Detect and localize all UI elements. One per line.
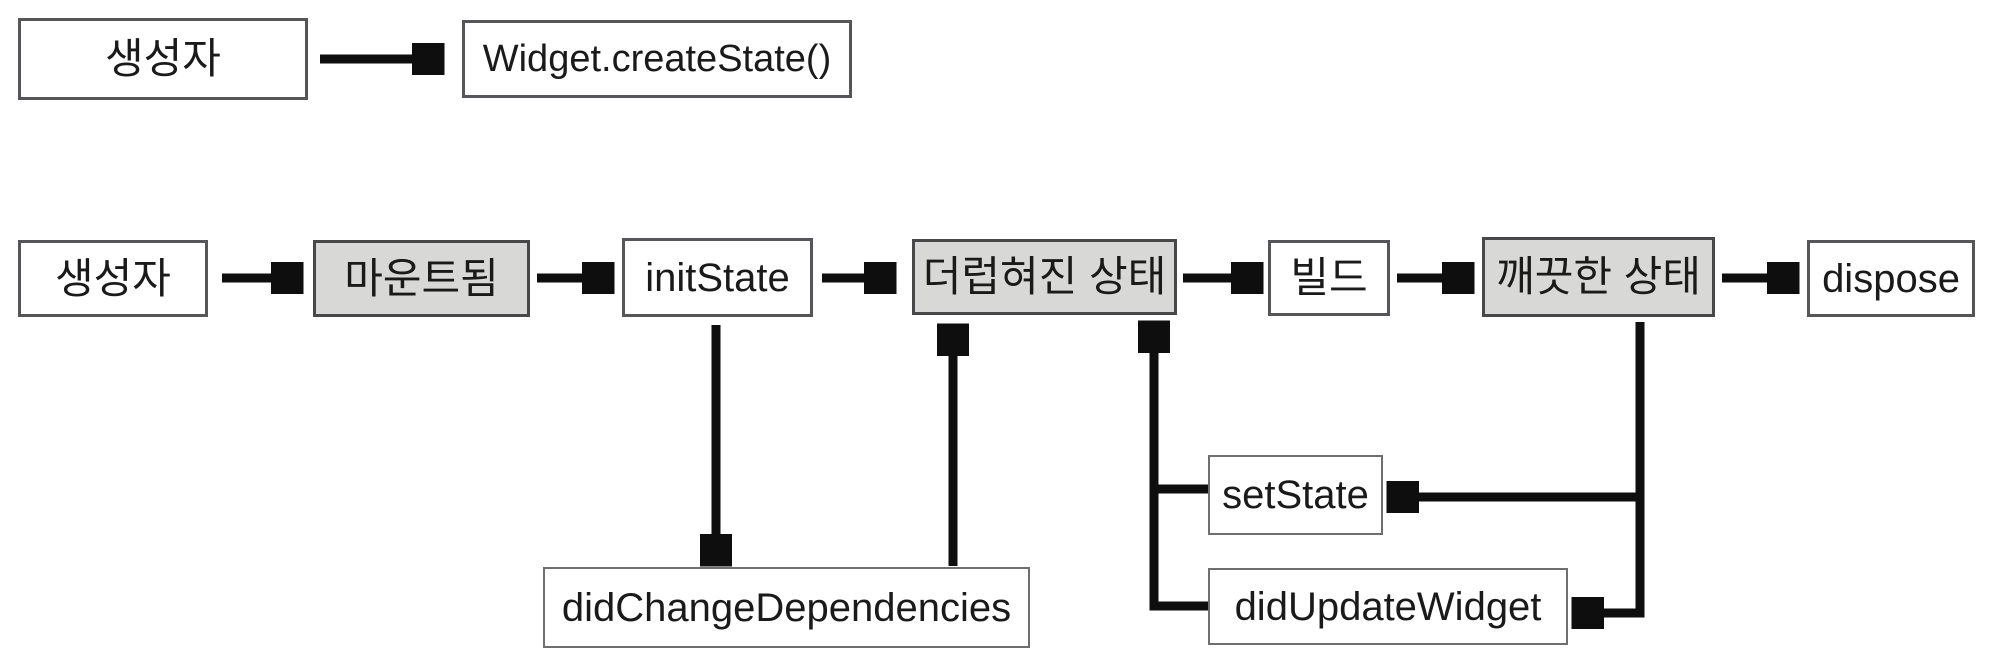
node-mounted: 마운트됨	[313, 240, 530, 317]
node-didchangedependencies: didChangeDependencies	[543, 567, 1030, 648]
node-clean-state: 깨끗한 상태	[1482, 237, 1715, 317]
node-constructor-top: 생성자	[18, 18, 308, 100]
node-dirty-state: 더럽혀진 상태	[912, 239, 1177, 315]
node-widget-createstate: Widget.createState()	[462, 20, 852, 98]
edge-setstate-didupdatewidget-to-dirty	[1154, 352, 1208, 611]
node-constructor: 생성자	[18, 240, 208, 317]
node-dispose: dispose	[1807, 240, 1975, 317]
node-build: 빌드	[1268, 240, 1390, 316]
node-setstate: setState	[1208, 455, 1383, 535]
node-initstate: initState	[622, 238, 813, 317]
node-didupdatewidget: didUpdateWidget	[1208, 568, 1568, 645]
edge-clean-to-didupdatewidget	[1603, 322, 1645, 613]
